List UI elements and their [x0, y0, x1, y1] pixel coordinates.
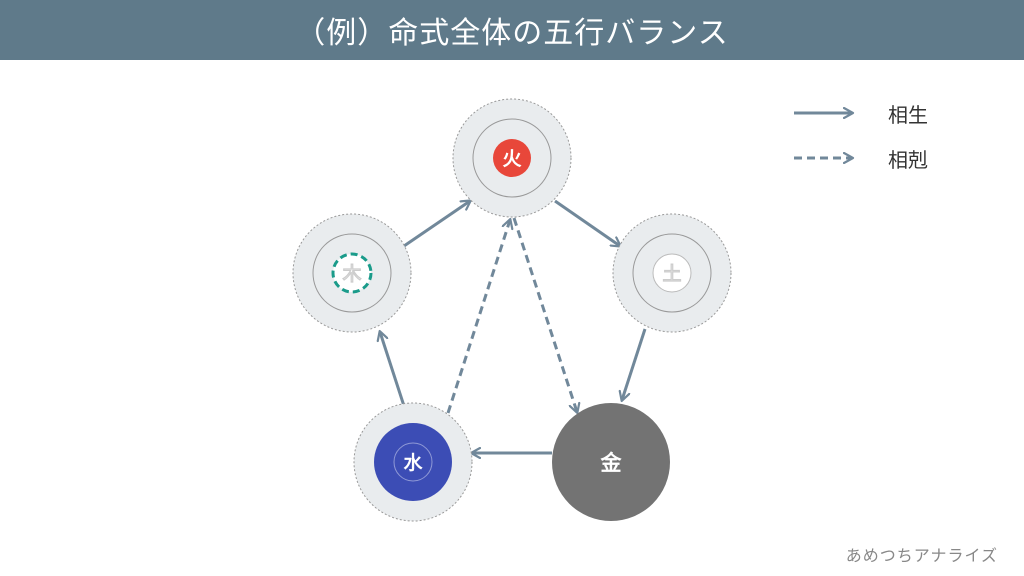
arrow-earth-to-metal [622, 328, 647, 400]
wood-node: 木 [292, 213, 412, 333]
earth-node: 土 [612, 213, 732, 333]
arrow-water-to-wood [380, 332, 406, 407]
watermark-text: あめつちアナライズ [845, 546, 998, 565]
water-label: 水 [403, 452, 423, 474]
metal-label: 金 [600, 451, 623, 475]
arrow-fire-to-metal [512, 217, 577, 412]
legend-generating-label: 相生 [888, 103, 928, 127]
arrow-wood-to-fire [403, 201, 470, 248]
page-title: （例）命式全体の五行バランス [295, 16, 729, 51]
arrow-water-to-fire [446, 220, 510, 414]
title-bar: （例）命式全体の五行バランス [0, 0, 1024, 60]
metal-node: 金 [552, 403, 670, 521]
fire-node: 火 [452, 98, 572, 218]
fire-label: 火 [502, 148, 522, 170]
earth-label: 土 [662, 263, 681, 285]
wood-label: 木 [341, 262, 362, 285]
legend-overcoming-label: 相剋 [888, 148, 928, 172]
water-node: 水 [353, 402, 473, 522]
arrow-fire-to-earth [554, 199, 620, 246]
